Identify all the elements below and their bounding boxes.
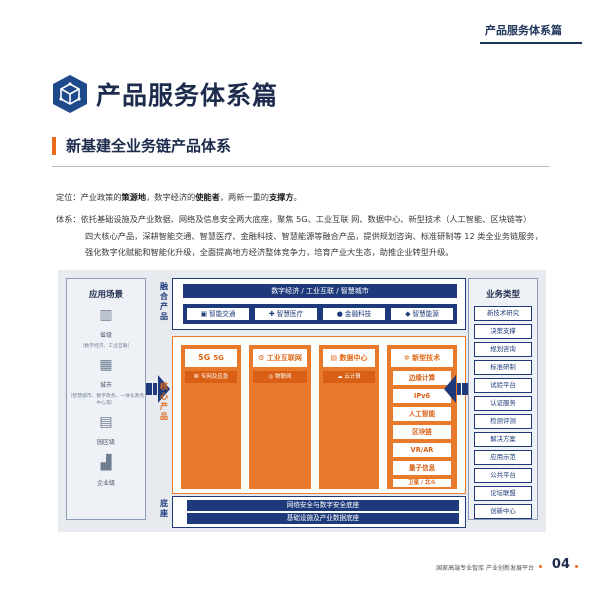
application-scenes-title: 应用场景	[88, 290, 123, 300]
tech-item-edge-computing: 边缘计算	[393, 371, 451, 385]
base-box: 网络安全与数字安全底座 基础设施及产业数据底座	[172, 496, 466, 528]
core-col-new-tech: ✲ 新型技术 边缘计算 IPv6 人工智能 区块链 VR/AR 量子信息 卫星 …	[387, 345, 457, 489]
fusion-item-transport: ▣智能交通	[187, 308, 249, 320]
core-sub-cloud: ☁ 云计算	[323, 371, 375, 383]
cloud-icon: ☁	[337, 374, 345, 380]
tech-item-quantum: 量子信息	[393, 461, 451, 475]
page-number: 04	[551, 557, 570, 572]
5g-icon: 5G	[198, 353, 211, 362]
fusion-item-medical: ✚智慧医疗	[255, 308, 317, 320]
biz-item: 标准研制	[474, 360, 532, 375]
footer-text: 国家高端专业智库 产业创新发展平台	[436, 565, 534, 572]
biz-item: 创新中心	[474, 504, 532, 519]
core-sub-iot: ◎ 物联网	[253, 371, 307, 383]
base-label: 底座	[160, 499, 168, 518]
base-bar-security: 网络安全与数字安全底座	[187, 500, 459, 511]
biz-item: 公共平台	[474, 468, 532, 483]
finance-icon: ●	[336, 310, 343, 318]
footer-dot-left	[539, 565, 542, 568]
scene-park: ▤ 园区级	[67, 415, 145, 448]
header-section-title: 产品服务体系篇	[485, 24, 562, 37]
energy-icon: ◆	[405, 310, 411, 318]
core-head-new-tech: ✲ 新型技术	[391, 349, 453, 367]
biz-item: 认证服务	[474, 396, 532, 411]
biz-item: 应用示范	[474, 450, 532, 465]
fusion-item-energy: ◆智慧能源	[391, 308, 453, 320]
application-scenes-panel: 应用场景 ▥ 省级 （数字经济、工业互联） ▦ 城市 （智慧城市、数字政务、一体…	[66, 278, 146, 520]
tech-item-vr-ar: VR/AR	[393, 443, 451, 457]
fusion-products-label: 融合产品	[160, 282, 168, 321]
section-rule	[52, 166, 550, 167]
footer-dot-right	[575, 565, 578, 568]
biz-item: 新技术研究	[474, 306, 532, 321]
business-types-list: 新技术研究 决策支撑 规划咨询 标准研制 试验平台 认证服务 检测评测 解决方案…	[469, 306, 537, 519]
scene-province: ▥ 省级 （数字经济、工业互联）	[67, 308, 145, 350]
bus-icon: ▣	[200, 310, 208, 318]
network-icon: ⌘	[193, 374, 201, 380]
section-heading: 新基建全业务链产品体系	[52, 137, 231, 155]
biz-item: 试验平台	[474, 378, 532, 393]
arrow-right-icon	[146, 375, 170, 403]
robot-arm-icon: ⚙	[258, 354, 267, 362]
product-system-diagram: 应用场景 ▥ 省级 （数字经济、工业互联） ▦ 城市 （智慧城市、数字政务、一体…	[58, 270, 546, 532]
medical-icon: ✚	[268, 310, 275, 318]
core-head-data-center: ▤ 数据中心	[323, 349, 375, 367]
business-types-panel: 业务类型 新技术研究 决策支撑 规划咨询 标准研制 试验平台 认证服务 检测评测…	[468, 278, 538, 520]
city-icon: ▦	[99, 357, 113, 373]
header-rule	[480, 42, 582, 44]
page-title: 产品服务体系篇	[96, 81, 279, 110]
core-col-data-center: ▤ 数据中心 ☁ 云计算	[319, 345, 379, 489]
building-icon: ▥	[99, 307, 113, 323]
core-products-label: 核心产品	[160, 382, 168, 421]
park-icon: ▤	[99, 414, 113, 430]
system-paragraph: 体系：依托基础设施及产业数据、网络及信息安全两大底座，聚焦 5G、工业互联 网、…	[56, 214, 543, 257]
business-types-title: 业务类型	[485, 290, 520, 300]
positioning-paragraph: 定位：产业政策的策源地，数字经济的使能者，两新一重的支撑方。	[56, 192, 302, 202]
hexagon-cube-icon	[53, 75, 87, 113]
core-sub-5g: ⌘ 专网及应急	[185, 371, 237, 383]
biz-item: 论坛联盟	[474, 486, 532, 501]
biz-item: 决策支撑	[474, 324, 532, 339]
biz-item: 规划咨询	[474, 342, 532, 357]
scene-enterprise: ▟ 企业级	[67, 456, 145, 489]
biz-item: 检测评测	[474, 414, 532, 429]
tech-item-ai: 人工智能	[393, 407, 451, 421]
iot-icon: ◎	[268, 374, 276, 380]
arrow-left-icon	[444, 375, 468, 403]
fusion-item-fintech: ●金融科技	[323, 308, 385, 320]
gear-icon: ✲	[403, 354, 413, 362]
fusion-items-row: ▣智能交通 ✚智慧医疗 ●金融科技 ◆智慧能源	[183, 304, 457, 324]
fusion-products-box: 数字经济 / 工业互联 / 智慧城市 ▣智能交通 ✚智慧医疗 ●金融科技 ◆智慧…	[172, 278, 466, 330]
factory-icon: ▟	[100, 455, 112, 471]
scene-city: ▦ 城市 （智慧城市、数字政务、一体化政务中心等）	[67, 357, 145, 406]
base-bar-infrastructure: 基础设施及产业数据底座	[187, 513, 459, 524]
tech-item-satellite: 卫星 / 北斗	[393, 479, 451, 487]
biz-item: 解决方案	[474, 432, 532, 447]
server-icon: ▤	[330, 354, 340, 362]
tech-item-blockchain: 区块链	[393, 425, 451, 439]
core-head-industrial-internet: ⚙ 工业互联网	[253, 349, 307, 367]
core-col-industrial-internet: ⚙ 工业互联网 ◎ 物联网	[249, 345, 311, 489]
tech-item-ipv6: IPv6	[393, 389, 451, 403]
fusion-top-bar: 数字经济 / 工业互联 / 智慧城市	[183, 284, 457, 298]
